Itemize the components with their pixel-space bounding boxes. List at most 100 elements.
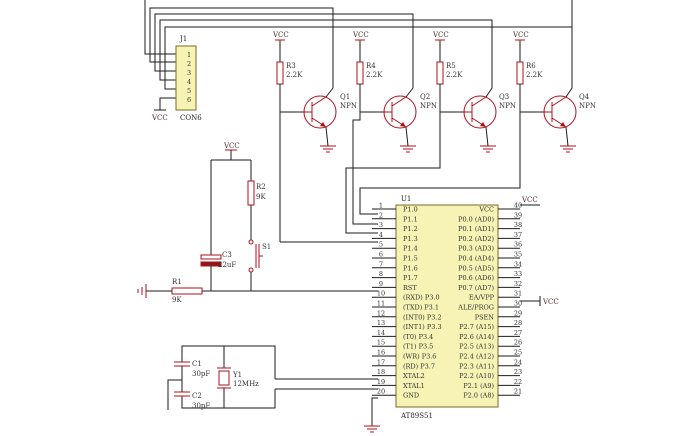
mcu-pin-number: 6 <box>379 251 383 259</box>
connector-pin: 4 <box>187 78 191 86</box>
resistor-value: 2.2K <box>446 71 463 79</box>
mcu-pin-name: (RD) P3.7 <box>403 362 435 370</box>
mcu-pin-number: 11 <box>377 300 385 308</box>
vcc-label: VCC <box>512 31 529 39</box>
mcu-pin-number: 39 <box>514 211 522 219</box>
mcu-pin-number: 23 <box>514 368 522 376</box>
mcu-pin-name: (WR) P3.6 <box>403 353 436 361</box>
mcu-pin-number: 5 <box>379 241 383 249</box>
mcu-pin-name: RST <box>403 284 417 292</box>
connector-pin: 5 <box>187 87 191 95</box>
vcc-label: VCC <box>432 31 449 39</box>
mcu-pin-number: 13 <box>377 319 385 327</box>
mcu-pin-number: 17 <box>377 358 385 366</box>
resistor-ref: R3 <box>286 62 296 70</box>
mcu-pin-name: P2.3 (A11) <box>459 362 494 370</box>
driver-stage-2: VCC R4 2.2K Q2 NPN <box>352 31 437 225</box>
mcu-pin-name: (TXD) P3.1 <box>403 304 439 312</box>
mcu-pin-number: 22 <box>514 378 522 386</box>
mcu-pin-name: P0.4 (AD4) <box>458 255 494 263</box>
mcu-pin-name: (RXD) P3.0 <box>403 294 440 302</box>
mcu-pin-number: 35 <box>514 251 522 259</box>
reset-circuit: VCC R2 9K C3 22uF S1 R1 9K <box>137 142 378 304</box>
resistor-value: 2.2K <box>526 71 543 79</box>
mcu-pin-name: ALE/PROG <box>457 304 494 312</box>
connector-pin: 3 <box>187 69 191 77</box>
connector-ref: J1 <box>179 35 187 43</box>
y1-value: 12MHz <box>233 380 259 388</box>
mcu-pin-number: 40 <box>514 202 522 210</box>
mcu-pin-number: 36 <box>514 241 522 249</box>
mcu-pin-name: P2.0 (A8) <box>463 392 494 400</box>
mcu-pin-name: XTAL2 <box>403 372 425 380</box>
transistor-type: NPN <box>579 102 596 110</box>
transistor-type: NPN <box>499 102 516 110</box>
mcu-pin-name: P1.0 <box>403 206 418 214</box>
mcu-pin-number: 16 <box>377 349 385 357</box>
driver-stage-4: VCC R6 2.2K Q4 NPN <box>359 31 596 215</box>
mcu-pin-number: 10 <box>377 290 385 298</box>
mcu-pin-number: 29 <box>514 309 522 317</box>
mcu-pin-name: (INT1) P3.3 <box>403 323 442 331</box>
c1-value: 30pF <box>192 370 210 378</box>
y1-ref: Y1 <box>232 371 242 379</box>
mcu-pin-number: 20 <box>377 388 385 396</box>
mcu-pin-number: 8 <box>379 270 383 278</box>
vcc-label: VCC <box>521 196 538 204</box>
mcu-pin-name: (T0) P3.4 <box>403 333 433 341</box>
mcu-pin-number: 34 <box>514 260 522 268</box>
oscillator-circuit: C1 30pF C2 30pF Y1 12MHz <box>167 345 380 433</box>
mcu-pin-name: P0.3 (AD3) <box>458 245 494 253</box>
mcu-pin-name: P0.7 (AD7) <box>458 284 494 292</box>
driver-stage-3: VCC R5 2.2K Q3 NPN <box>345 31 516 234</box>
mcu-pin-name: XTAL1 <box>403 382 425 390</box>
mcu-pin-name: P1.3 <box>403 235 418 243</box>
resistor-value: 2.2K <box>366 71 383 79</box>
mcu-pin-name: P2.4 (A12) <box>459 353 494 361</box>
mcu-pin-number: 25 <box>514 349 522 357</box>
connector-pin: 6 <box>187 96 191 104</box>
transistor-ref: Q4 <box>579 93 590 101</box>
mcu-pin-number: 26 <box>514 339 522 347</box>
mcu-pin-name: P2.6 (A14) <box>459 333 494 341</box>
connector-pin: 1 <box>187 51 191 59</box>
vcc-label: VCC <box>542 298 559 306</box>
transistor-type: NPN <box>340 102 357 110</box>
connector-j1: J1 CON6 1 2 3 4 5 6 VCC <box>151 35 202 122</box>
vcc-label: VCC <box>223 142 240 150</box>
mcu-part: AT89S51 <box>400 412 433 420</box>
c3-ref: C3 <box>222 251 232 259</box>
mcu-pin-name: P0.5 (AD5) <box>458 264 494 272</box>
transistor-ref: Q3 <box>499 93 509 101</box>
connector-part: CON6 <box>180 114 202 122</box>
mcu-pin-name: P1.7 <box>403 274 418 282</box>
transistor-ref: Q2 <box>420 93 430 101</box>
mcu-pin-number: 4 <box>379 231 383 239</box>
mcu-pin-number: 7 <box>379 260 383 268</box>
resistor-value: 2.2K <box>286 71 303 79</box>
driver-stage-1: VCC R3 2.2K Q1 NPN <box>272 31 357 242</box>
mcu-pin-number: 24 <box>514 358 522 366</box>
mcu-pin-number: 18 <box>377 368 385 376</box>
mcu-pin-number: 32 <box>514 280 522 288</box>
mcu-pin-number: 12 <box>377 309 385 317</box>
mcu-pin-number: 9 <box>379 280 383 288</box>
mcu-pin-name: P2.1 (A9) <box>463 382 494 390</box>
mcu-pin-number: 15 <box>377 339 385 347</box>
r2-ref: R2 <box>256 183 266 191</box>
mcu-ref: U1 <box>401 195 411 203</box>
mcu-pin-number: 31 <box>514 290 522 298</box>
mcu-pin-name: P2.2 (A10) <box>459 372 494 380</box>
mcu-pin-number: 30 <box>514 300 522 308</box>
r1-ref: R1 <box>172 278 182 286</box>
mcu-pin-number: 37 <box>514 231 522 239</box>
mcu-pin-name: (T1) P3.5 <box>403 343 433 351</box>
mcu-pin-name: P2.7 (A15) <box>459 323 494 331</box>
mcu-pin-name: PSEN <box>475 313 495 321</box>
mcu-pin-number: 33 <box>514 270 522 278</box>
connector-wiring <box>144 0 573 111</box>
